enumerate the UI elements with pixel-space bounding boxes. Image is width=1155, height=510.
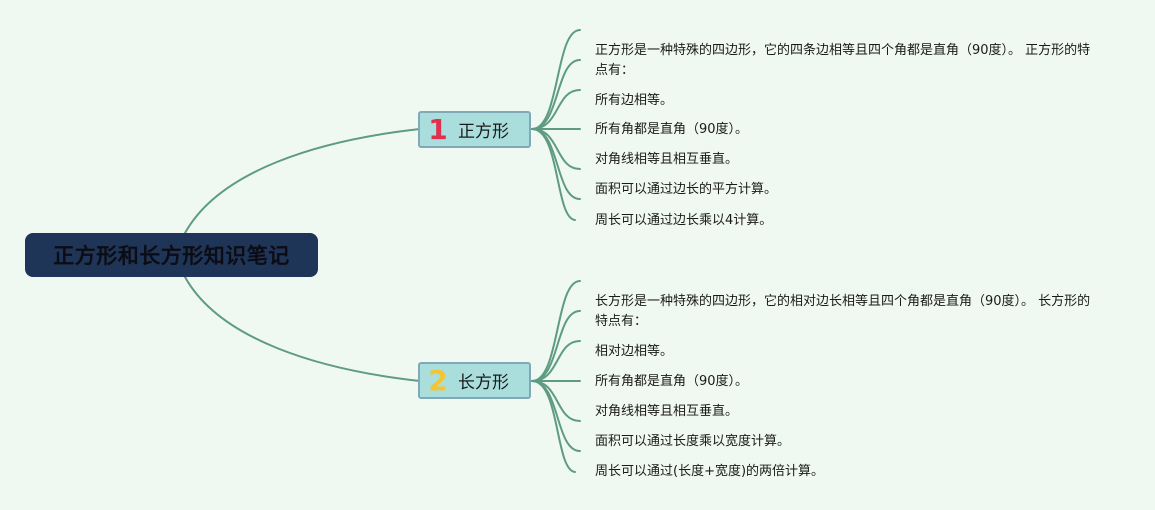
- connector-branch1-leaf-6: [531, 128, 576, 221]
- connector-branch1-leaf-2: [531, 89, 581, 130]
- connector-branch1-leaf-5: [531, 128, 581, 200]
- leaf-square-feature-5[interactable]: 周长可以通过边长乘以4计算。: [595, 213, 773, 228]
- branch-label: 长方形: [458, 373, 509, 393]
- connector-branch2-leaf-6: [531, 380, 576, 473]
- connector-branch1-leaf-1: [531, 29, 581, 130]
- connector-branch2-leaf-2: [531, 340, 581, 382]
- connector-branch1-leaf-1b: [531, 59, 581, 130]
- number-two-icon: 2: [428, 363, 448, 397]
- root-title: 正方形和长方形知识笔记: [53, 244, 290, 268]
- leaf-rectangle-feature-3[interactable]: 对角线相等且相互垂直。: [595, 404, 739, 419]
- leaf-rectangle-feature-2[interactable]: 所有角都是直角（90度）。: [595, 374, 749, 389]
- branch-node-rectangle[interactable]: 2 长方形: [418, 362, 531, 399]
- leaf-rectangle-feature-1[interactable]: 相对边相等。: [595, 344, 674, 359]
- leaf-rectangle-feature-5[interactable]: 周长可以通过(长度+宽度)的两倍计算。: [595, 464, 825, 479]
- connector-branch2-leaf-5: [531, 380, 581, 452]
- connector-branch2-leaf-1b: [531, 310, 581, 382]
- connector-root-branch-2: [184, 276, 421, 382]
- leaf-rectangle-definition[interactable]: 长方形是一种特殊的四边形，它的相对边长相等且四个角都是直角（90度）。 长方形的…: [595, 294, 1091, 329]
- leaf-rectangle-feature-4[interactable]: 面积可以通过长度乘以宽度计算。: [595, 434, 791, 449]
- leaf-square-feature-3[interactable]: 对角线相等且相互垂直。: [595, 152, 739, 167]
- leaf-square-feature-2[interactable]: 所有角都是直角（90度）。: [595, 122, 749, 137]
- root-node[interactable]: 正方形和长方形知识笔记: [25, 233, 318, 277]
- branch-label: 正方形: [458, 122, 509, 142]
- connector-branch2-leaf-1: [531, 280, 581, 382]
- branch-node-square[interactable]: 1 正方形: [418, 111, 531, 148]
- connector-root-branch-1: [184, 128, 421, 234]
- leaf-square-definition[interactable]: 正方形是一种特殊的四边形，它的四条边相等且四个角都是直角（90度）。 正方形的特…: [595, 43, 1091, 78]
- leaf-square-feature-4[interactable]: 面积可以通过边长的平方计算。: [595, 182, 778, 197]
- number-one-icon: 1: [428, 112, 448, 146]
- leaf-square-feature-1[interactable]: 所有边相等。: [595, 93, 674, 108]
